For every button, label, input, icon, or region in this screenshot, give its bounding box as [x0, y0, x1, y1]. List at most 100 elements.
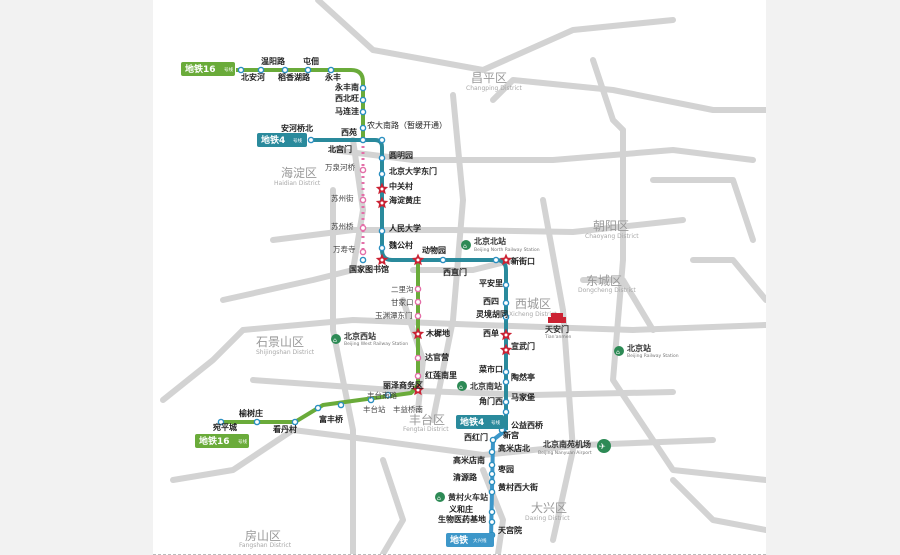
poi-beijing-west[interactable]: ⌂ 北京西站 Beijing West Railway Station [331, 331, 408, 347]
station-lingjinghutong[interactable]: 灵境胡同 [475, 309, 508, 319]
station-dot[interactable] [488, 518, 496, 526]
station-wanquanhezhuang[interactable]: 万泉河桥 [325, 162, 355, 172]
station-fuzeqiao[interactable]: 富丰桥 [319, 414, 344, 424]
station-yuanmingyuan[interactable]: 圆明园 [389, 151, 413, 160]
station-dot[interactable] [359, 196, 367, 204]
station-guojiatushuguan[interactable]: 国家图书馆 [349, 264, 389, 274]
station-hongliannanli[interactable]: 红莲南里 [425, 370, 457, 380]
station-weigongcun[interactable]: 魏公村 [388, 240, 413, 250]
station-dot[interactable] [281, 66, 289, 74]
poi-beijing-south[interactable]: ⌂ 北京南站 [457, 381, 502, 391]
station-dot[interactable] [378, 244, 386, 252]
station-dot[interactable] [502, 299, 510, 307]
station-taoranting[interactable]: 陶然亭 [511, 372, 535, 382]
station-dot[interactable] [253, 418, 261, 426]
station-fengtaizhan[interactable]: 丰台站 [363, 404, 386, 414]
station-dot[interactable] [384, 391, 392, 399]
badge-line4-bottom[interactable]: 地铁 大兴线 [446, 533, 494, 547]
station-dot[interactable] [502, 378, 510, 386]
station-dot[interactable] [337, 401, 345, 409]
station-dot[interactable] [359, 248, 367, 256]
station-zhongguancun[interactable]: 中关村 [389, 181, 413, 191]
badge-line16-bottom[interactable]: 地铁16 号线 [195, 434, 249, 448]
station-malianwa[interactable]: 马连洼 [335, 106, 359, 116]
station-yuyuantandongmen[interactable]: 玉渊潭东门 [375, 310, 413, 320]
station-daoxianghulu[interactable]: 稻香湖路 [278, 72, 311, 82]
station-xibeiwang[interactable]: 西北旺 [335, 93, 359, 103]
station-daguanying[interactable]: 达官营 [425, 352, 449, 362]
station-xisi[interactable]: 西四 [483, 297, 499, 306]
station-fengtainanlu[interactable]: 丰台南路 [367, 390, 397, 400]
station-yongfengnan[interactable]: 永丰南 [334, 82, 359, 92]
station-dot[interactable] [502, 281, 510, 289]
station-dongwuyuan[interactable]: 动物园 [422, 245, 446, 255]
station-pkueast[interactable]: 北京大学东门 [389, 166, 437, 176]
station-dot[interactable] [488, 478, 496, 486]
station-dot[interactable] [439, 256, 447, 264]
station-dot[interactable] [314, 404, 322, 412]
station-dot[interactable] [291, 418, 299, 426]
station-dot[interactable] [359, 96, 367, 104]
poi-huangcun-station[interactable]: ⌂ 黄村火车站 [435, 492, 488, 502]
station-dot[interactable] [502, 398, 510, 406]
station-dot[interactable] [367, 396, 375, 404]
station-huangcunxidajie[interactable]: 黄村西大街 [498, 482, 538, 492]
station-dot[interactable] [359, 166, 367, 174]
station-haidianhuangzhuang[interactable]: 海淀黄庄 [389, 195, 421, 205]
station-dot[interactable] [488, 470, 496, 478]
station-erliguo[interactable]: 二里沟 [391, 284, 414, 294]
poi-beijing-north[interactable]: ⌂ 北京北站 Beijing North Railway Station [461, 236, 540, 253]
station-wenyanglu[interactable]: 温阳路 [261, 56, 286, 66]
station-dot[interactable] [488, 461, 496, 469]
station-beianhe[interactable]: 北安河 [241, 72, 265, 82]
station-dot[interactable] [414, 285, 422, 293]
station-xingong[interactable]: 新宫 [503, 430, 519, 440]
station-dot[interactable] [414, 354, 422, 362]
station-dot[interactable] [414, 312, 422, 320]
station-tunfo[interactable]: 屯佃 [303, 56, 319, 66]
station-dot[interactable] [502, 368, 510, 376]
station-dot[interactable] [378, 227, 386, 235]
station-dot[interactable] [378, 170, 386, 178]
station-pinganli[interactable]: 平安里 [479, 278, 503, 288]
station-dot[interactable] [488, 488, 496, 496]
station-anheqiaobei[interactable]: 安河桥北 [281, 123, 313, 133]
poi-tiananmen[interactable]: 天安门 Tian'anmen [544, 313, 571, 340]
station-jiaomenxi[interactable]: 角门西 [479, 396, 503, 406]
station-shengwuyiyaojidi[interactable]: 生物医药基地 [438, 514, 486, 524]
station-xizhimen[interactable]: 西直门 [443, 267, 467, 277]
station-dot[interactable] [359, 124, 367, 132]
station-gaomidianbei[interactable]: 高米店北 [498, 443, 530, 453]
station-ganjiakou[interactable]: 甘家口 [391, 297, 414, 307]
station-xihongmen[interactable]: 西红门 [464, 432, 488, 442]
station-dot[interactable] [237, 66, 245, 74]
station-dot[interactable] [257, 66, 265, 74]
station-lizeshangwuqu[interactable]: 丽泽商务区 [383, 380, 423, 390]
station-wanpingcheng[interactable]: 宛平城 [212, 422, 237, 432]
station-beigongmen[interactable]: 北宫门 [328, 144, 352, 154]
station-dot[interactable] [359, 108, 367, 116]
station-dot[interactable] [378, 136, 386, 144]
badge-line4-mid[interactable]: 地铁4 号线 [456, 415, 504, 429]
station-dot[interactable] [359, 84, 367, 92]
station-xinjiekou[interactable]: 新街口 [511, 256, 535, 266]
station-xidan[interactable]: 西单 [483, 328, 499, 338]
station-dot[interactable] [502, 313, 510, 321]
station-dot[interactable] [502, 408, 510, 416]
badge-line16-top[interactable]: 地铁16 号线 [181, 62, 235, 76]
station-dot[interactable] [489, 436, 497, 444]
station-dot[interactable] [414, 372, 422, 380]
station-zaoyuan[interactable]: 枣园 [497, 464, 514, 474]
station-dot[interactable] [359, 256, 367, 264]
badge-line4-left[interactable]: 地铁4 号线 [257, 133, 307, 147]
station-yihezhuang[interactable]: 义和庄 [448, 504, 473, 514]
station-kandancun[interactable]: 看丹村 [272, 424, 297, 434]
station-fengyiqiaonan[interactable]: 丰益桥南 [393, 404, 423, 414]
station-dot[interactable] [488, 448, 496, 456]
station-dot[interactable] [492, 256, 500, 264]
station-dot[interactable] [304, 66, 312, 74]
station-suzhoujie[interactable]: 苏州街 [331, 193, 354, 203]
station-dot[interactable] [378, 154, 386, 162]
station-dot[interactable] [414, 298, 422, 306]
station-dot[interactable] [307, 136, 315, 144]
